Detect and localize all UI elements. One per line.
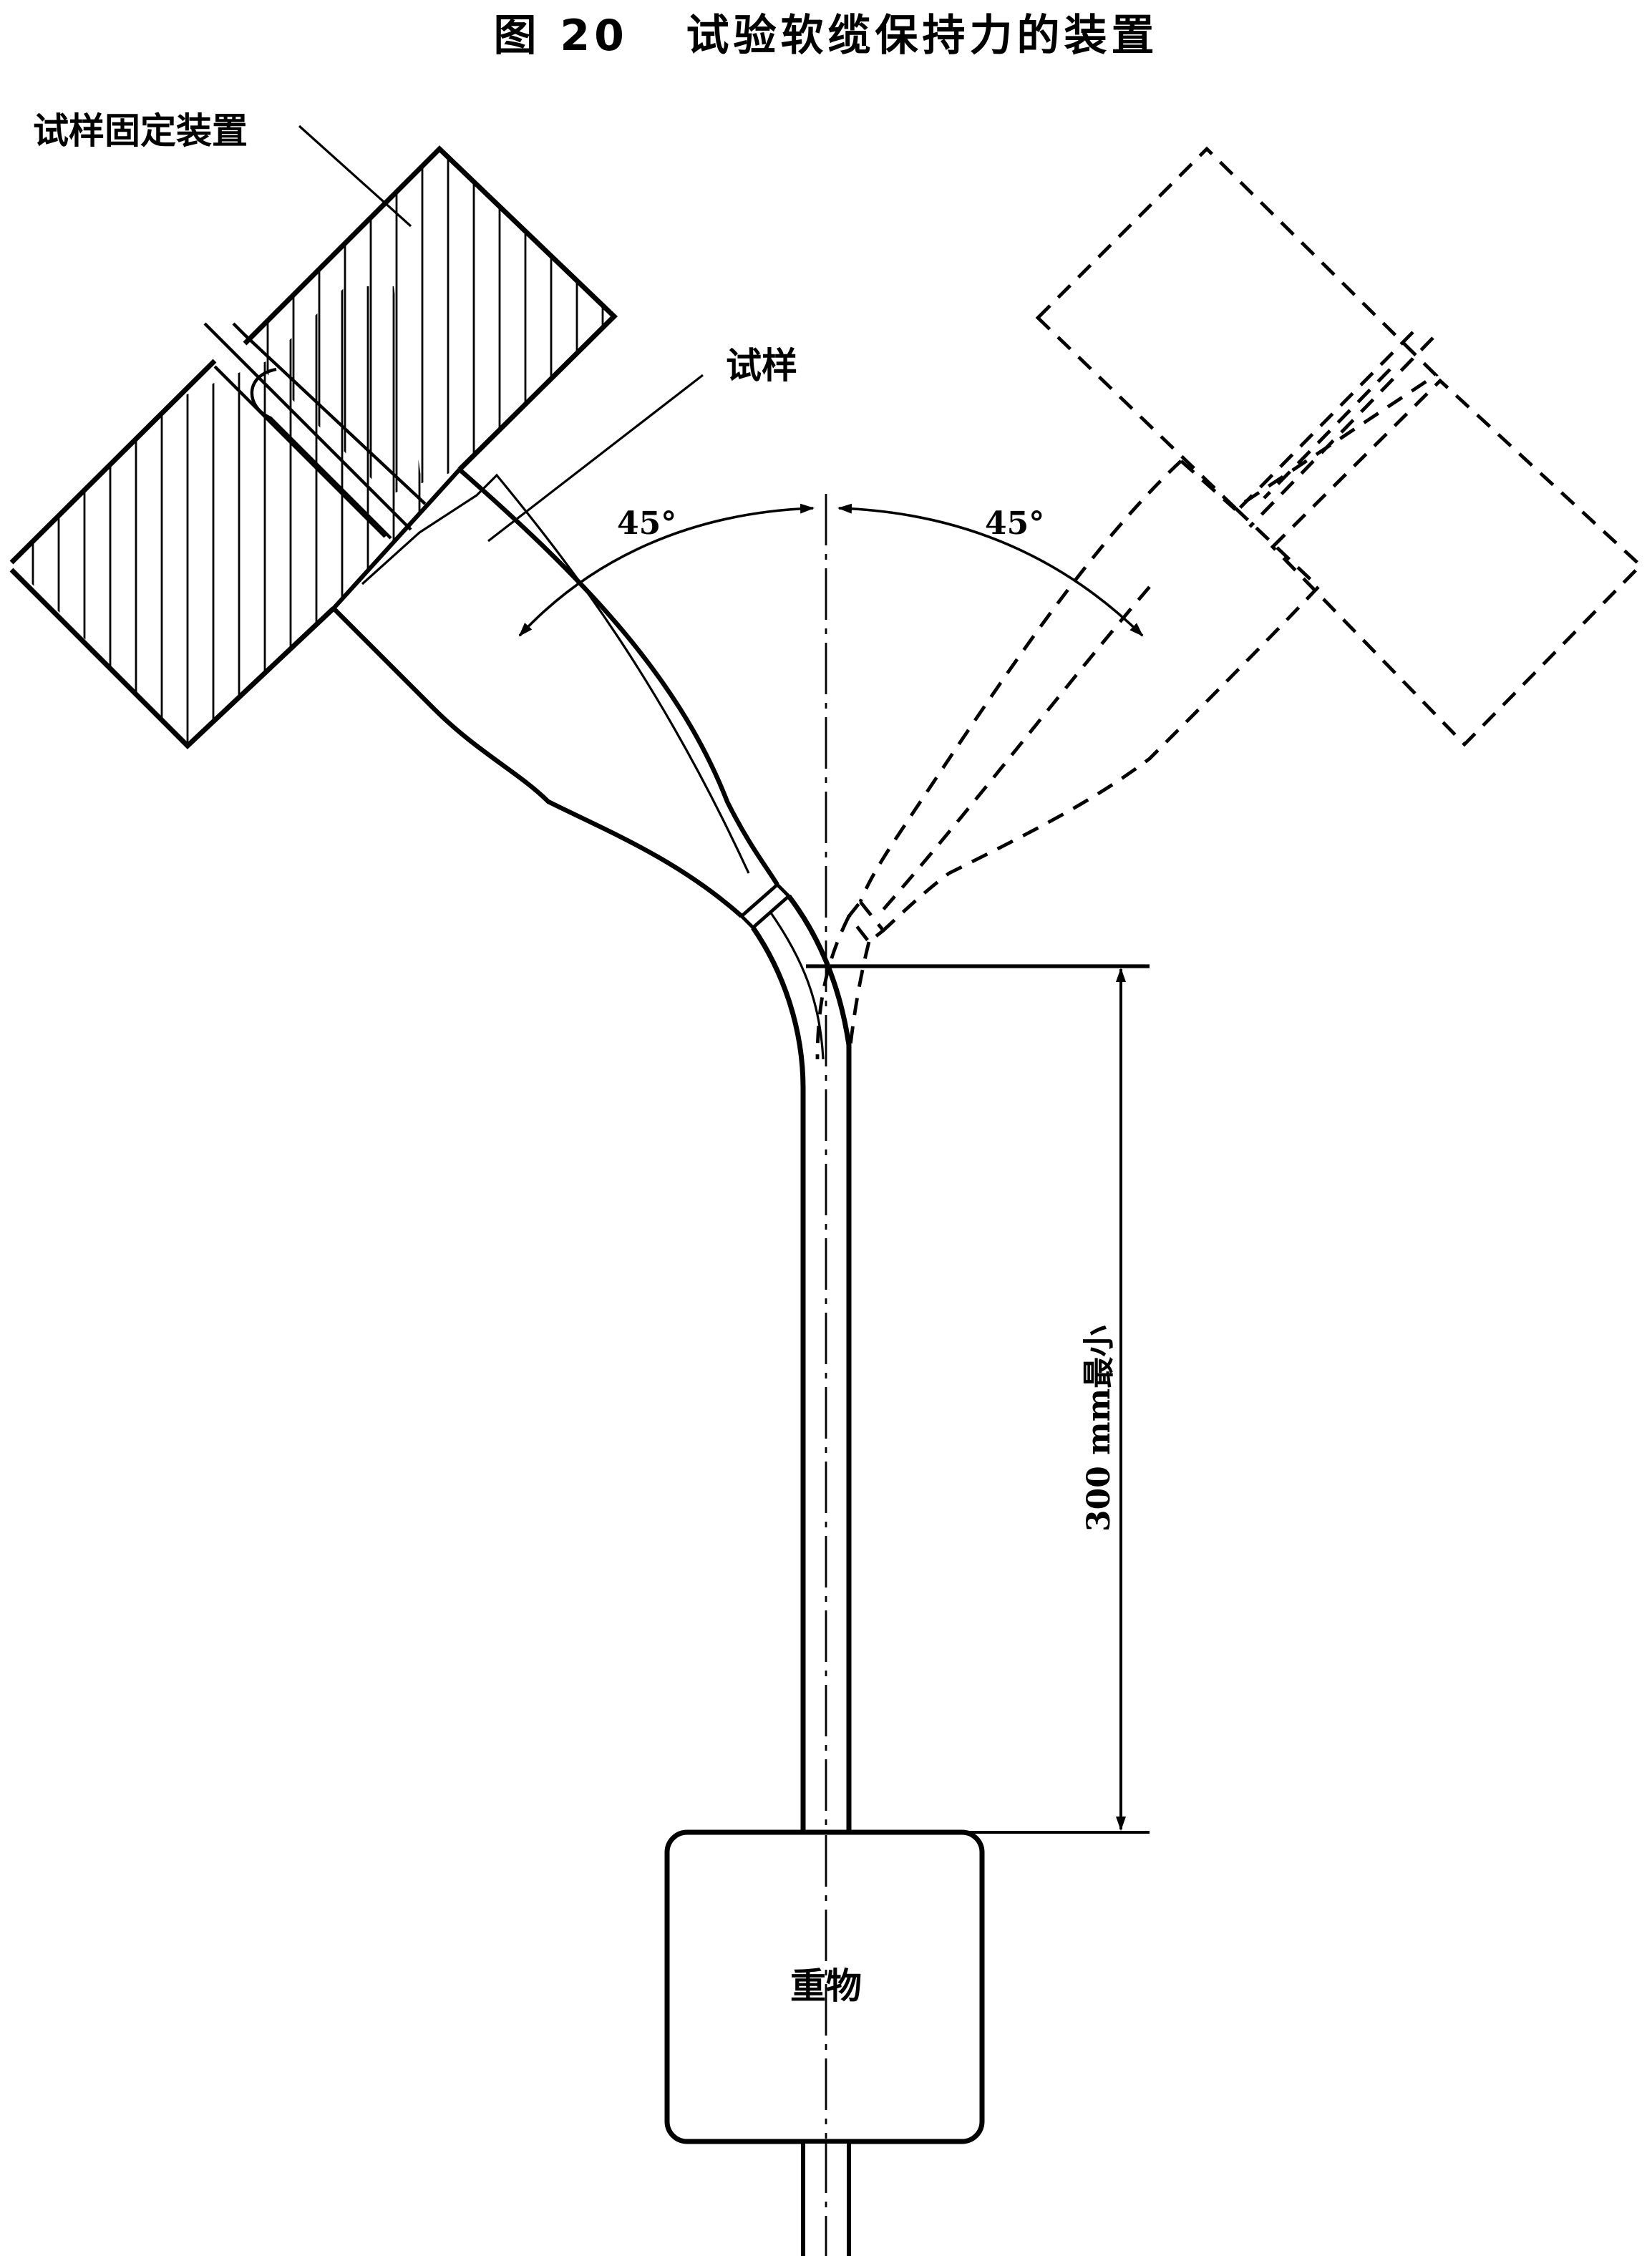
weight-label: 重物: [790, 1965, 862, 2007]
angle-label-left: 45°: [617, 505, 676, 542]
weight-block: [664, 1829, 985, 2256]
figure-title: 图 20 试验软缆保持力的装置: [493, 11, 1159, 61]
holder-bore: [203, 322, 427, 531]
holder-outline: [9, 145, 618, 749]
holder-hatching: [31, 286, 421, 746]
specimen-cord-left: [331, 467, 852, 1832]
specimen-label: 试样: [726, 345, 797, 386]
specimen-holder-right-dashed: [815, 146, 1643, 1060]
specimen-holder-left: [9, 145, 618, 749]
angle-label-right: 45°: [985, 505, 1044, 542]
length-dimension-label: 300 mm最小: [1081, 1326, 1117, 1532]
leader-lines: [298, 125, 704, 543]
angle-arcs: [518, 503, 1144, 637]
holder-label: 试样固定装置: [33, 110, 248, 152]
